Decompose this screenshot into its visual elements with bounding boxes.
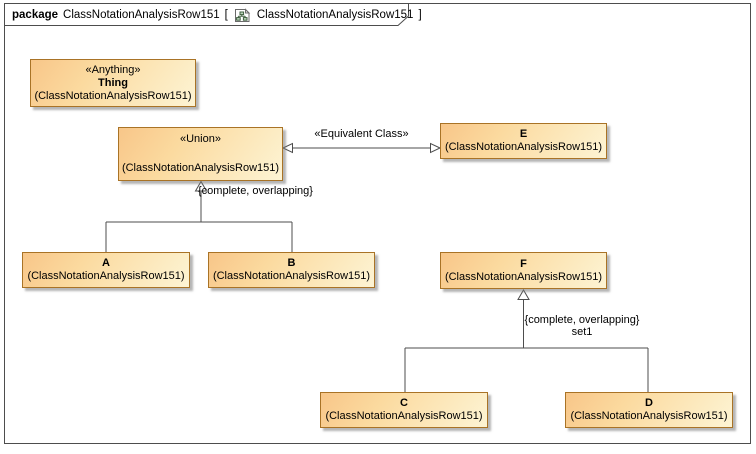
node-e[interactable]: E (ClassNotationAnalysisRow151) (440, 123, 607, 159)
generalization-set-union-label[interactable]: {complete, overlapping} (198, 185, 313, 197)
node-qualifier: (ClassNotationAnalysisRow151) (444, 141, 603, 153)
node-qualifier: (ClassNotationAnalysisRow151) (27, 270, 185, 282)
equivalent-class-edge[interactable] (281, 142, 442, 154)
node-qualifier: (ClassNotationAnalysisRow151) (121, 162, 280, 174)
node-union[interactable]: «Union» (ClassNotationAnalysisRow151) (118, 127, 283, 181)
node-stereotype: «Anything» (85, 63, 141, 76)
node-name: D (645, 397, 653, 409)
package-keyword: package (12, 9, 59, 21)
node-name: B (287, 257, 296, 269)
bracket-open: [ (224, 9, 228, 21)
node-name: A (102, 257, 110, 269)
node-b[interactable]: B (ClassNotationAnalysisRow151) (208, 252, 375, 288)
node-qualifier: (ClassNotationAnalysisRow151) (570, 410, 728, 422)
node-name (119, 148, 282, 161)
node-name: Thing (98, 76, 128, 89)
diagram-name: ClassNotationAnalysisRow151 (256, 9, 414, 21)
node-name: F (520, 257, 527, 270)
node-d[interactable]: D (ClassNotationAnalysisRow151) (565, 392, 733, 428)
equivalent-class-label[interactable]: «Equivalent Class» (314, 128, 409, 140)
node-name: C (400, 397, 408, 409)
node-thing[interactable]: «Anything» Thing (ClassNotationAnalysisR… (30, 59, 196, 107)
frame-tab (4, 3, 409, 26)
node-name: E (519, 128, 528, 140)
node-qualifier: (ClassNotationAnalysisRow151) (212, 270, 371, 282)
generalization-set-c-d[interactable] (404, 289, 649, 392)
generalization-set-a-b[interactable] (105, 180, 293, 253)
generalization-arrowhead (517, 289, 530, 300)
node-qualifier: (ClassNotationAnalysisRow151) (34, 89, 192, 102)
node-a[interactable]: A (ClassNotationAnalysisRow151) (22, 252, 190, 288)
arrowhead-right (430, 142, 442, 154)
generalization-set-f-label[interactable]: {complete, overlapping} set1 (522, 314, 642, 338)
node-qualifier: (ClassNotationAnalysisRow151) (444, 270, 603, 283)
generalization-set-f-name: set1 (571, 326, 593, 338)
arrowhead-left (281, 142, 293, 154)
bracket-close: ] (418, 9, 422, 21)
node-c[interactable]: C (ClassNotationAnalysisRow151) (320, 392, 488, 428)
class-diagram-icon (234, 7, 251, 23)
node-qualifier: (ClassNotationAnalysisRow151) (325, 410, 483, 422)
package-name: ClassNotationAnalysisRow151 (63, 9, 220, 21)
node-f[interactable]: F (ClassNotationAnalysisRow151) (440, 252, 607, 289)
node-stereotype: «Union» (180, 133, 221, 145)
generalization-set-f-constraint: {complete, overlapping} (524, 314, 640, 326)
frame-tab-title: package ClassNotationAnalysisRow151 [ Cl… (12, 7, 422, 23)
